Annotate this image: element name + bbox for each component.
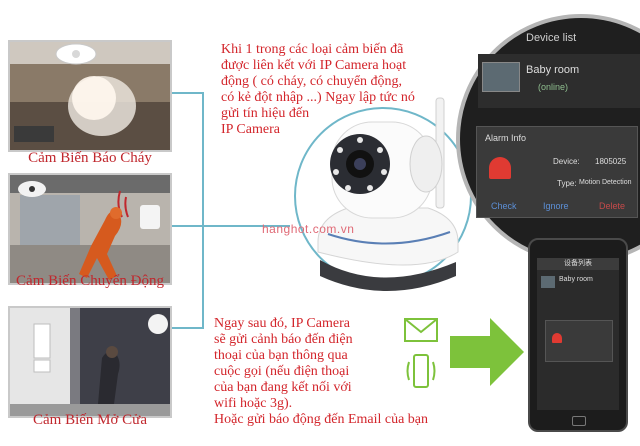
motion-sensor-image — [8, 173, 172, 285]
motion-sensor-caption: Cảm Biến Chuyển Động — [16, 273, 164, 289]
top-text-line: được liên kết với IP Camera hoạt — [221, 58, 407, 73]
phone-alarm-dialog — [545, 320, 613, 362]
check-button[interactable]: Check — [491, 201, 517, 211]
connector-line-top — [170, 92, 204, 94]
top-text-line: Khi 1 trong các loại cảm biến đã — [221, 42, 404, 57]
bottom-description: Ngay sau đó, IP Camera sẽ gửi cảnh báo đ… — [214, 316, 474, 428]
bottom-text-line: Hoặc gửi báo động đến Email của bạn — [214, 412, 429, 427]
phone-app-header: 设备列表 — [537, 258, 619, 270]
fire-sensor-image — [8, 40, 172, 152]
device-status: (online) — [538, 82, 569, 92]
bottom-text-line: sẽ gửi cảnh báo đến điện — [214, 332, 353, 347]
fire-sensor-caption: Cảm Biến Báo Cháy — [28, 150, 152, 166]
door-sensor-image — [8, 306, 172, 418]
bottom-text-line: của bạn đang kết nối với — [214, 380, 352, 395]
connector-line-vertical — [202, 92, 204, 327]
type-label: Type: — [557, 179, 577, 188]
connector-line-to-camera — [204, 225, 290, 227]
phone-siren-icon — [552, 333, 562, 343]
phone-device-thumbnail[interactable] — [541, 276, 555, 288]
green-arrow-icon — [450, 318, 524, 391]
fire-scene-illustration — [10, 42, 170, 150]
ip-camera — [288, 92, 478, 298]
device-list-header: Device list — [526, 32, 577, 44]
device-thumbnail[interactable] — [482, 62, 520, 92]
zoomed-app-screen: Device list Baby room (online) Alarm Inf… — [456, 14, 640, 266]
device-name[interactable]: Baby room — [526, 64, 580, 76]
delete-button[interactable]: Delete — [599, 201, 626, 211]
phone-device-name[interactable]: Baby room — [559, 276, 593, 283]
alarm-title: Alarm Info — [485, 133, 527, 143]
bottom-text-line: Ngay sau đó, IP Camera — [214, 316, 350, 331]
alarm-siren-icon — [489, 157, 511, 179]
bottom-text-line: thoại của bạn thông qua — [214, 348, 348, 363]
device-label: Device: — [553, 157, 580, 166]
watermark: hanghot.com.vn — [262, 222, 355, 236]
top-text-line: có kẻ đột nhập ...) Ngay lập tức nó — [221, 90, 415, 105]
alarm-dialog: Alarm Info Device: 1805025 Type: Motion … — [476, 126, 638, 218]
phone-home-button[interactable] — [572, 416, 586, 426]
bottom-text-line: wifi hoặc 3g). — [214, 396, 293, 411]
connector-line-bottom — [170, 327, 204, 329]
top-text-line: IP Camera — [221, 122, 280, 137]
email-icon — [404, 318, 438, 347]
device-value: 1805025 — [595, 157, 627, 166]
door-scene-illustration — [10, 308, 170, 404]
door-sensor-caption: Cảm Biến Mở Cửa — [33, 412, 147, 428]
motion-scene-illustration — [10, 175, 170, 283]
top-text-line: động ( có cháy, có chuyển động, — [221, 74, 403, 89]
top-text-line: gửi tín hiệu đến — [221, 106, 310, 121]
phone-vibrate-icon — [404, 352, 438, 397]
bottom-text-line: cuộc gọi (nếu điện thoại — [214, 364, 350, 379]
connector-line-middle — [170, 225, 204, 227]
top-description: Khi 1 trong các loại cảm biến đã được li… — [221, 42, 471, 138]
camera-illustration — [294, 97, 472, 291]
smartphone: 设备列表 Baby room — [528, 238, 628, 432]
type-value: Motion Detection — [579, 179, 632, 186]
ignore-button[interactable]: Ignore — [543, 201, 569, 211]
